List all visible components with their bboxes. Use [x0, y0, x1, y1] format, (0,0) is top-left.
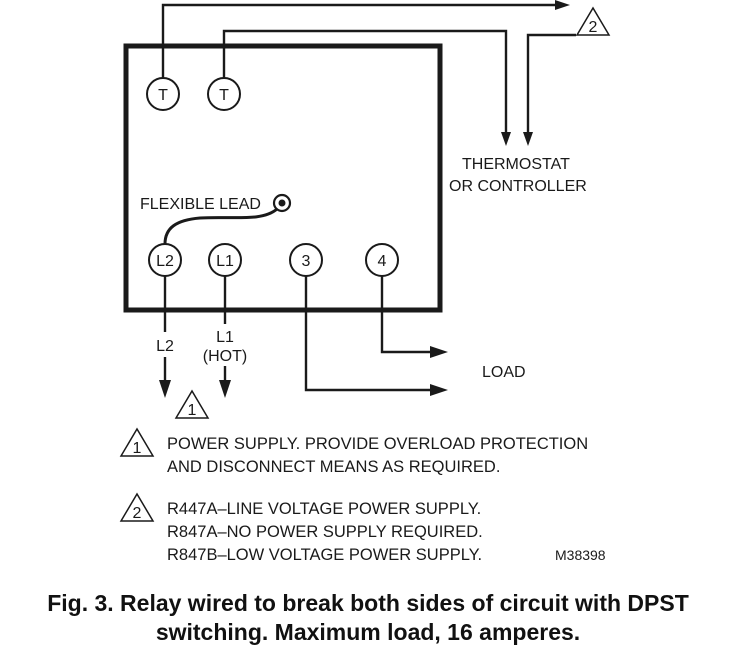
terminal-3: 3 — [289, 243, 323, 277]
wire-t2-to-thermostat — [222, 29, 508, 132]
note-2-line-3: R847B–LOW VOLTAGE POWER SUPPLY. — [167, 546, 482, 564]
note-2-line-2: R847A–NO POWER SUPPLY REQUIRED. — [167, 523, 483, 541]
marker-1-supply-number: 1 — [188, 402, 197, 419]
note-1: 1 POWER SUPPLY. PROVIDE OVERLOAD PROTECT… — [119, 427, 588, 476]
arrow-l2-down — [159, 380, 171, 398]
caption-line-2: switching. Maximum load, 16 amperes. — [156, 619, 580, 645]
arrow-t2-thermostat — [501, 132, 511, 146]
arrow-marker-thermostat — [523, 132, 533, 146]
arrow-load-4 — [430, 346, 448, 358]
load-label: LOAD — [482, 364, 526, 381]
marker-1-supply: 1 — [174, 389, 210, 419]
terminal-l1-label: L1 — [216, 253, 234, 270]
terminal-t1: T — [146, 77, 180, 111]
note-1-marker: 1 — [133, 440, 142, 457]
wire-terminal-4-load — [380, 276, 430, 354]
controller-label: OR CONTROLLER — [449, 178, 587, 195]
note-2-line-1: R447A–LINE VOLTAGE POWER SUPPLY. — [167, 500, 481, 518]
terminal-t2-label: T — [219, 87, 229, 104]
wire-terminal-3-load — [304, 276, 430, 392]
relay-enclosure — [123, 43, 443, 313]
flexible-lead-connector-inner — [278, 199, 286, 207]
note-1-line-2: AND DISCONNECT MEANS AS REQUIRED. — [167, 458, 500, 476]
terminal-l1: L1 — [208, 243, 242, 277]
wire-marker-to-thermostat — [526, 33, 576, 132]
terminal-l2-label: L2 — [156, 253, 174, 270]
note-1-line-1: POWER SUPPLY. PROVIDE OVERLOAD PROTECTIO… — [167, 435, 588, 453]
terminal-l2: L2 — [148, 243, 182, 277]
caption-line-1: Fig. 3. Relay wired to break both sides … — [47, 590, 689, 616]
terminal-3-label: 3 — [302, 253, 311, 270]
marker-2-top-number: 2 — [589, 19, 598, 36]
flexible-lead-wire — [163, 207, 278, 245]
note-2-marker: 2 — [133, 505, 142, 522]
terminal-t2: T — [207, 77, 241, 111]
terminal-4: 4 — [365, 243, 399, 277]
arrow-l1-down — [219, 380, 231, 398]
terminal-4-label: 4 — [378, 253, 387, 270]
figure-code: M38398 — [555, 547, 606, 563]
marker-2-top: 2 — [575, 6, 611, 36]
wire-l2-label: L2 — [156, 338, 174, 355]
thermostat-label: THERMOSTAT — [462, 156, 570, 173]
flexible-lead-label: FLEXIBLE LEAD — [140, 196, 261, 213]
flexible-lead-connector-outer — [272, 193, 292, 213]
arrow-t1-supply — [555, 0, 570, 10]
wire-t1-to-supply — [161, 3, 555, 78]
arrow-load-3 — [430, 384, 448, 396]
wire-l1-label: L1 — [216, 329, 234, 346]
terminal-t1-label: T — [158, 87, 168, 104]
note-2: 2 R447A–LINE VOLTAGE POWER SUPPLY. R847A… — [119, 492, 483, 564]
wire-l1-hot-label: (HOT) — [203, 348, 247, 365]
